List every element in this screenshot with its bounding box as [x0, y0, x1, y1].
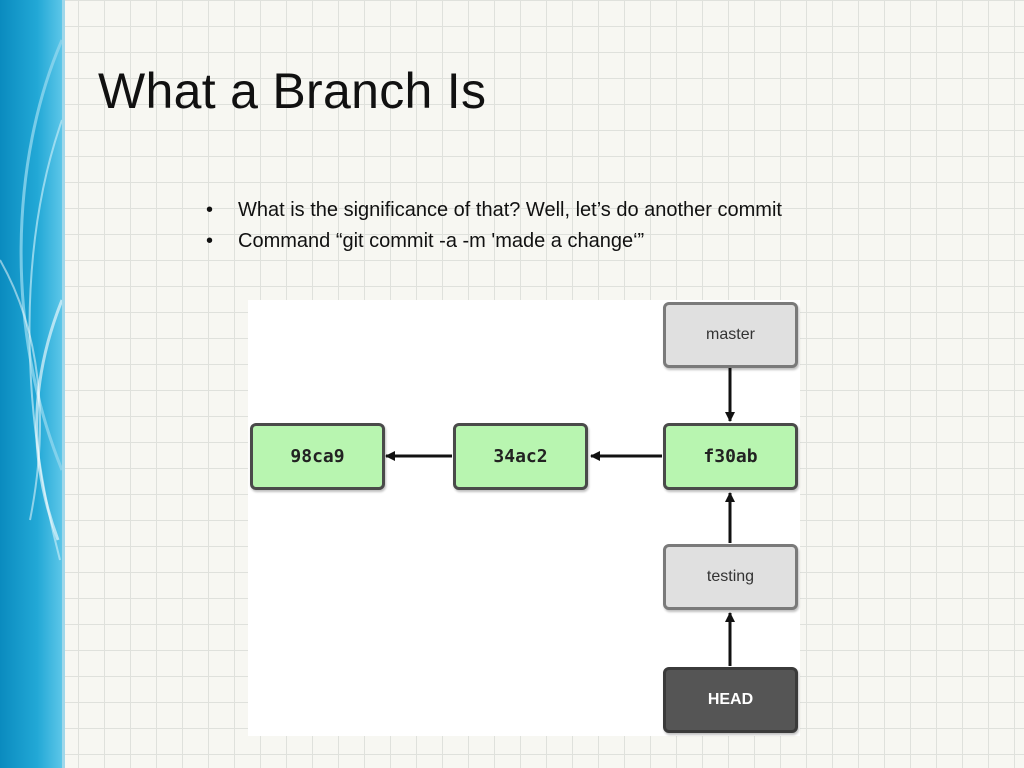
diagram-arrows	[385, 368, 735, 666]
bullet-list: • What is the significance of that? Well…	[206, 196, 782, 258]
bullet-text: What is the significance of that? Well, …	[238, 199, 782, 221]
bullet-text: Command “git commit -a -m 'made a change…	[238, 230, 645, 252]
decorative-side-band	[0, 0, 62, 768]
commit-98ca9: 98ca9	[250, 423, 385, 490]
commit-34ac2: 34ac2	[453, 423, 588, 490]
git-branch-diagram: 98ca9 34ac2 f30ab master testing HEAD	[248, 300, 800, 736]
branch-master: master	[663, 302, 798, 368]
side-band-edge	[62, 0, 65, 768]
swirl-decoration	[0, 39, 62, 561]
slide-title: What a Branch Is	[98, 63, 487, 119]
bullet-item: • What is the significance of that? Well…	[206, 196, 782, 227]
bullet-dot: •	[206, 230, 214, 252]
bullet-item: • Command “git commit -a -m 'made a chan…	[206, 227, 782, 258]
commit-f30ab: f30ab	[663, 423, 798, 490]
bullet-dot: •	[206, 199, 214, 221]
head-pointer: HEAD	[663, 667, 798, 733]
branch-testing: testing	[663, 544, 798, 610]
